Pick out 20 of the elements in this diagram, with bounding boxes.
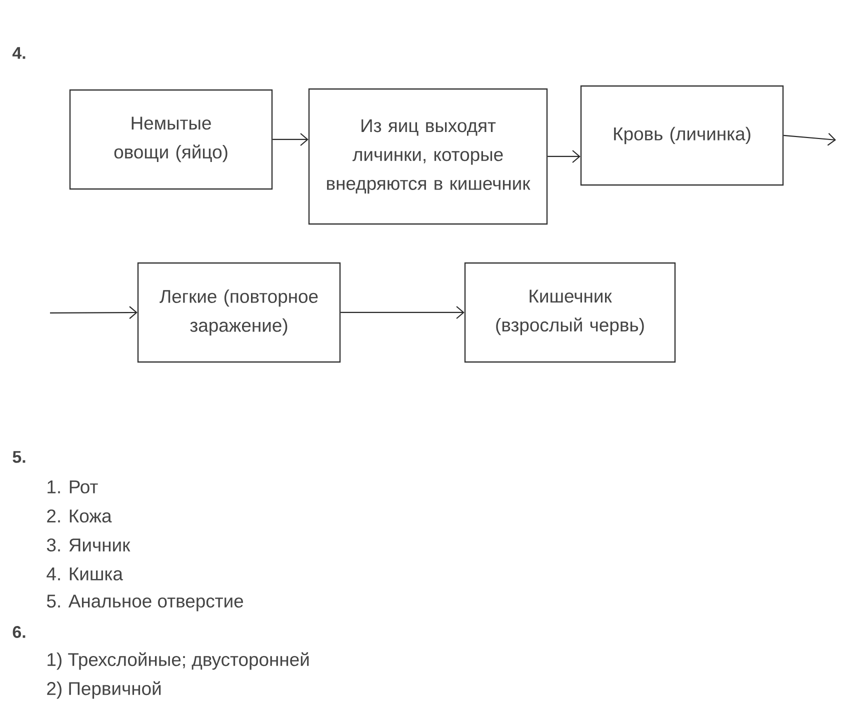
section-number: 5. bbox=[12, 451, 26, 463]
list-item: 2. Кожа bbox=[47, 509, 112, 523]
arrow bbox=[340, 306, 464, 319]
arrow bbox=[548, 150, 580, 163]
process-box: Кровь (личинка) bbox=[580, 85, 784, 186]
arrow bbox=[50, 306, 138, 319]
section-number: 4. bbox=[12, 47, 26, 59]
process-box: Легкие (повторное заражение) bbox=[137, 262, 341, 363]
list-item: 4. Кишка bbox=[46, 568, 123, 580]
list-item: 5. Анальное отверстие bbox=[46, 594, 244, 612]
list-item: 3. Яичник bbox=[46, 538, 130, 552]
list-item: 1) Трехслойные; двусторонней bbox=[48, 652, 309, 670]
section-number: 6. bbox=[12, 626, 26, 638]
process-box: Кишечник (взрослый червь) bbox=[464, 262, 676, 363]
process-box: Из яиц выходят личинки, которые внедряются в кишечник bbox=[308, 88, 548, 225]
arrow bbox=[784, 132, 836, 146]
process-box: Немытые овощи (яйцо) bbox=[69, 89, 273, 190]
list-item: 2) Первичной bbox=[47, 681, 161, 699]
list-item: 1. Рот bbox=[48, 480, 98, 494]
arrow bbox=[272, 133, 308, 146]
